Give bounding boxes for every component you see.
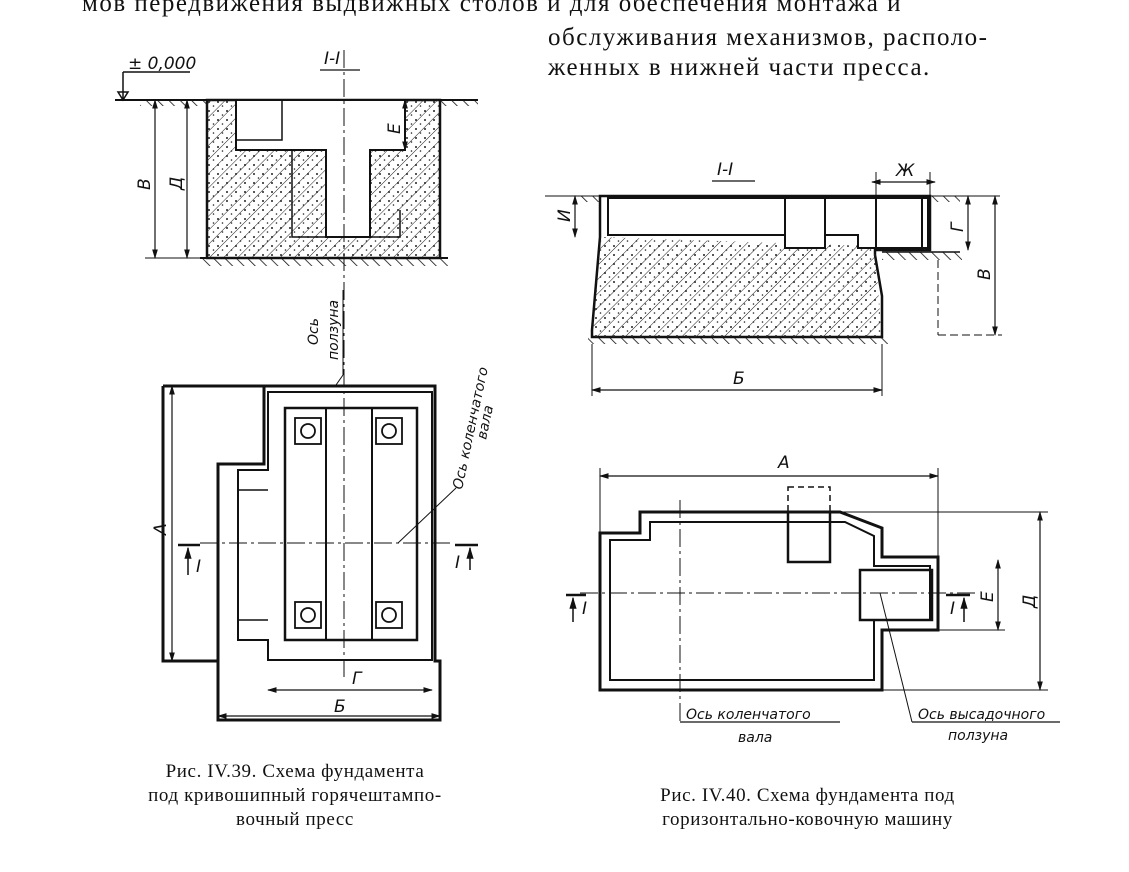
fig40-axis-upset-2: ползуна <box>948 728 1008 744</box>
fig40-axis-upset-1: Ось высадочного <box>918 707 1045 723</box>
fig40-axis-crank-2: вала <box>738 730 772 746</box>
fig39-axis-slider-1: Ось <box>306 318 322 345</box>
fig39-dim-g: Г <box>352 669 363 689</box>
fig40-section: I-I Ж И Г В Б <box>545 160 1002 396</box>
fig40-caption-line-1: Рис. IV.40. Схема фундамента под <box>660 785 955 806</box>
body-text-line-1: мов передвижения выдвижных столов и для … <box>82 0 902 17</box>
fig40-axis-crank-1: Ось коленчатого <box>686 707 811 723</box>
fig39-axis-slider-2: ползуна <box>326 300 342 360</box>
fig40-plan: I I А Д Е Ось коленчатого вала Ось высад… <box>566 453 1060 746</box>
fig39-section: ± 0,000 В Д Е I-I <box>115 49 478 680</box>
fig40-caption-line-2: горизонтально-ковочную машину <box>662 809 953 830</box>
fig39-axis-labels: Ось ползуна Ось коленчатого вала <box>306 290 497 544</box>
fig40-cut-right: I <box>950 599 955 619</box>
fig39-caption-line-3: вочный пресс <box>236 809 354 830</box>
fig39-dim-v: В <box>135 178 155 190</box>
fig40-caption: Рис. IV.40. Схема фундамента под горизон… <box>595 784 1020 832</box>
fig39-plan: I I А Г Б <box>151 384 478 722</box>
fig39-section-title: I-I <box>324 49 340 69</box>
fig40-dim-d: Д <box>1020 595 1040 609</box>
fig39-dim-d: Д <box>167 177 187 191</box>
fig40-cut-left: I <box>582 599 587 619</box>
fig39-caption-line-1: Рис. IV.39. Схема фундамента <box>165 761 425 782</box>
fig39-dim-a: А <box>151 523 171 536</box>
fig39-level-mark: ± 0,000 <box>128 54 196 74</box>
fig39-dim-b: Б <box>334 697 346 717</box>
body-text-line-3: женных в нижней части пресса. <box>548 54 931 81</box>
fig39-axis-crank-2: вала <box>474 404 497 441</box>
fig39-dim-e: Е <box>385 123 405 134</box>
fig40-dim-b: Б <box>733 369 745 389</box>
fig40-dim-i: И <box>555 209 575 222</box>
fig40-dim-e: Е <box>978 591 998 602</box>
fig39-caption: Рис. IV.39. Схема фундамента под кривоши… <box>100 760 490 832</box>
body-text-line-2: обслуживания механизмов, располо- <box>548 24 989 51</box>
fig40-dim-a: А <box>777 453 790 473</box>
fig40-dim-zh: Ж <box>895 161 915 181</box>
fig40-section-title: I-I <box>717 160 733 180</box>
fig40-dim-v: В <box>975 268 995 280</box>
fig39-cut-left: I <box>196 557 201 577</box>
fig39-caption-line-2: под кривошипный горячештампо- <box>148 785 442 806</box>
fig39-cut-right: I <box>455 553 460 573</box>
fig40-dim-g: Г <box>948 221 968 232</box>
